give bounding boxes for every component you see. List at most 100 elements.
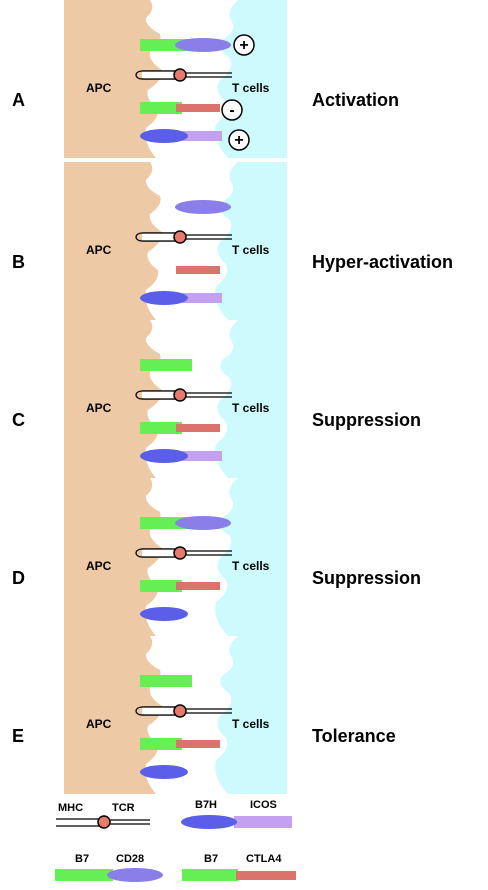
legend-tcr-label: TCR xyxy=(112,802,135,814)
legend-b7-label-2: B7 xyxy=(204,853,218,865)
tcell-label: T cells xyxy=(232,401,270,415)
mhc-fill xyxy=(142,549,178,557)
legend-mhc-tcr: MHC TCR xyxy=(56,802,150,829)
legend-mhc-label: MHC xyxy=(58,802,83,814)
mhc-end xyxy=(135,232,143,242)
apc-shape xyxy=(64,478,163,636)
mhc-fill xyxy=(142,233,178,241)
apc-shape xyxy=(64,320,163,478)
mhc-end xyxy=(135,70,143,80)
panel-outcome: Tolerance xyxy=(312,726,396,746)
legend-icos-label: ICOS xyxy=(250,799,277,811)
b7-bar xyxy=(140,359,192,371)
legend: MHC TCR B7H ICOS B7 CD28 B7 CTLA4 xyxy=(55,799,296,882)
sign-text: + xyxy=(234,132,243,149)
apc-label: APC xyxy=(86,717,112,731)
apc-label: APC xyxy=(86,559,112,573)
sign-text: + xyxy=(239,37,248,54)
mhc-fill xyxy=(142,71,178,79)
apc-shape xyxy=(64,162,163,320)
mhc-fill xyxy=(142,707,178,715)
b7-bar xyxy=(140,738,182,750)
b7h-oval xyxy=(140,291,188,305)
panel-letter: E xyxy=(12,726,24,746)
panel-letter: A xyxy=(12,90,25,110)
icos-bar xyxy=(182,293,222,303)
panel-outcome: Activation xyxy=(312,90,399,110)
legend-icos-bar xyxy=(234,816,292,828)
b7h-oval xyxy=(140,607,188,621)
cd28-oval xyxy=(175,516,231,530)
apc-label: APC xyxy=(86,81,112,95)
b7h-oval xyxy=(140,129,188,143)
tcell-shape xyxy=(215,636,287,794)
tcr-knob-icon xyxy=(97,815,111,829)
tcell-label: T cells xyxy=(232,559,270,573)
sign-circle-icon xyxy=(228,129,250,151)
tcr-knob-icon xyxy=(173,68,187,82)
b7-bar xyxy=(140,580,182,592)
mhc-fill xyxy=(142,391,178,399)
panel-outcome: Suppression xyxy=(312,410,421,430)
ctla4-bar xyxy=(176,582,220,590)
legend-b7h-oval xyxy=(181,815,237,829)
mhc-end xyxy=(135,706,143,716)
legend-ctla4-label: CTLA4 xyxy=(246,853,282,865)
legend-b7-cd28: B7 CD28 xyxy=(55,853,163,882)
tcell-shape xyxy=(215,0,287,158)
tcell-shape xyxy=(215,162,287,320)
panel-letter: D xyxy=(12,568,25,588)
panel-outcome: Suppression xyxy=(312,568,421,588)
ctla4-bar xyxy=(176,266,220,274)
b7-bar xyxy=(140,422,182,434)
legend-ctla4-bar xyxy=(236,871,296,880)
legend-b7-label: B7 xyxy=(75,853,89,865)
b7h-oval xyxy=(140,449,188,463)
tcr-knob-icon xyxy=(173,546,187,560)
legend-b7-bar xyxy=(55,869,113,881)
tcell-label: T cells xyxy=(232,717,270,731)
ctla4-bar xyxy=(176,424,220,432)
tcr-knob-icon xyxy=(173,230,187,244)
tcr-knob-icon xyxy=(173,704,187,718)
cd28-oval xyxy=(175,200,231,214)
sign-circle-icon xyxy=(221,99,243,121)
tcell-label: T cells xyxy=(232,243,270,257)
panel-letter: C xyxy=(12,410,25,430)
apc-label: APC xyxy=(86,401,112,415)
legend-cd28-label: CD28 xyxy=(116,853,144,865)
icos-bar xyxy=(182,131,222,141)
tcr-knob-icon xyxy=(173,388,187,402)
legend-b7h-icos: B7H ICOS xyxy=(181,799,292,829)
legend-b7-ctla4: B7 CTLA4 xyxy=(182,853,296,881)
b7-bar xyxy=(140,675,192,687)
sign-text: - xyxy=(229,102,234,119)
cd28-oval xyxy=(175,38,231,52)
legend-cd28-oval xyxy=(107,868,163,882)
legend-b7-bar-2 xyxy=(182,869,238,881)
b7-bar xyxy=(140,102,182,114)
tcell-shape xyxy=(215,320,287,478)
panel-outcome: Hyper-activation xyxy=(312,252,453,272)
b7h-oval xyxy=(140,765,188,779)
tcell-shape xyxy=(215,478,287,636)
icos-bar xyxy=(182,451,222,461)
panel-letter: B xyxy=(12,252,25,272)
ctla4-bar xyxy=(176,740,220,748)
apc-label: APC xyxy=(86,243,112,257)
sign-circle-icon xyxy=(233,34,255,56)
ctla4-bar xyxy=(176,104,220,112)
mhc-end xyxy=(135,548,143,558)
legend-b7h-label: B7H xyxy=(195,799,217,811)
tcell-label: T cells xyxy=(232,81,270,95)
apc-shape xyxy=(64,636,163,794)
mhc-end xyxy=(135,390,143,400)
apc-shape xyxy=(64,0,163,158)
